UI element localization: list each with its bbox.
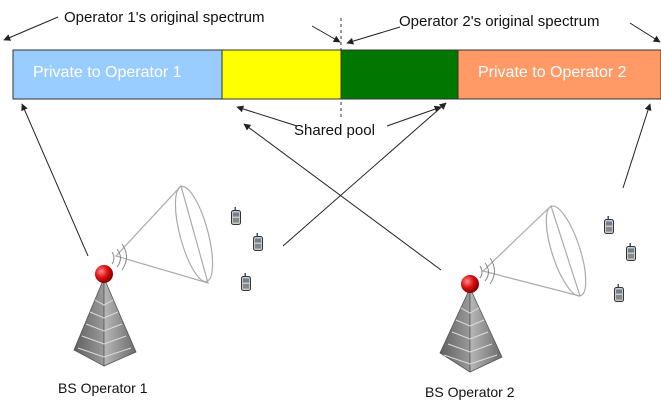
base-station-tower-icon bbox=[439, 275, 503, 373]
shared-operator1-segment bbox=[221, 49, 342, 100]
base-station-operator1 bbox=[73, 184, 263, 367]
signal-cone-icon bbox=[479, 204, 587, 297]
cell-phone-icon bbox=[253, 233, 263, 251]
operator1-spectrum-label: Operator 1's original spectrum bbox=[64, 9, 265, 26]
shared-operator2-segment bbox=[340, 49, 459, 100]
cell-phone-icon bbox=[241, 273, 251, 291]
operator2-spectrum-label: Operator 2's original spectrum bbox=[399, 13, 600, 30]
bs2-to-private2-arrow bbox=[622, 103, 652, 189]
private-operator1-label: Private to Operator 1 bbox=[33, 64, 182, 81]
base-station-tower-icon bbox=[73, 265, 137, 367]
cell-phone-icon bbox=[626, 243, 636, 261]
operator1-span-arrow-right bbox=[311, 25, 341, 43]
operator2-span-arrow-right bbox=[629, 22, 661, 43]
cell-phone-icon bbox=[231, 207, 241, 225]
signal-cone-icon bbox=[111, 184, 214, 284]
private-operator1-segment bbox=[12, 49, 223, 100]
private-operator2-segment bbox=[457, 49, 661, 100]
operator1-span-arrow-left bbox=[3, 16, 59, 41]
shared-pool-arrow-right bbox=[386, 105, 442, 127]
cell-phone-icon bbox=[604, 216, 614, 234]
operator2-span-arrow-left bbox=[346, 26, 401, 45]
bs1-to-private1-arrow bbox=[21, 103, 89, 257]
bs1-to-shared-arrow bbox=[282, 102, 447, 247]
bs2-to-shared-arrow bbox=[243, 123, 442, 271]
bs-operator2-label: BS Operator 2 bbox=[425, 384, 515, 400]
private-operator2-label: Private to Operator 2 bbox=[478, 64, 627, 81]
shared-pool-arrow-left bbox=[236, 105, 298, 127]
cell-phone-icon bbox=[614, 284, 624, 302]
shared-pool-label: Shared pool bbox=[294, 122, 375, 139]
base-station-operator2 bbox=[439, 204, 636, 373]
bs-operator1-label: BS Operator 1 bbox=[58, 380, 148, 396]
